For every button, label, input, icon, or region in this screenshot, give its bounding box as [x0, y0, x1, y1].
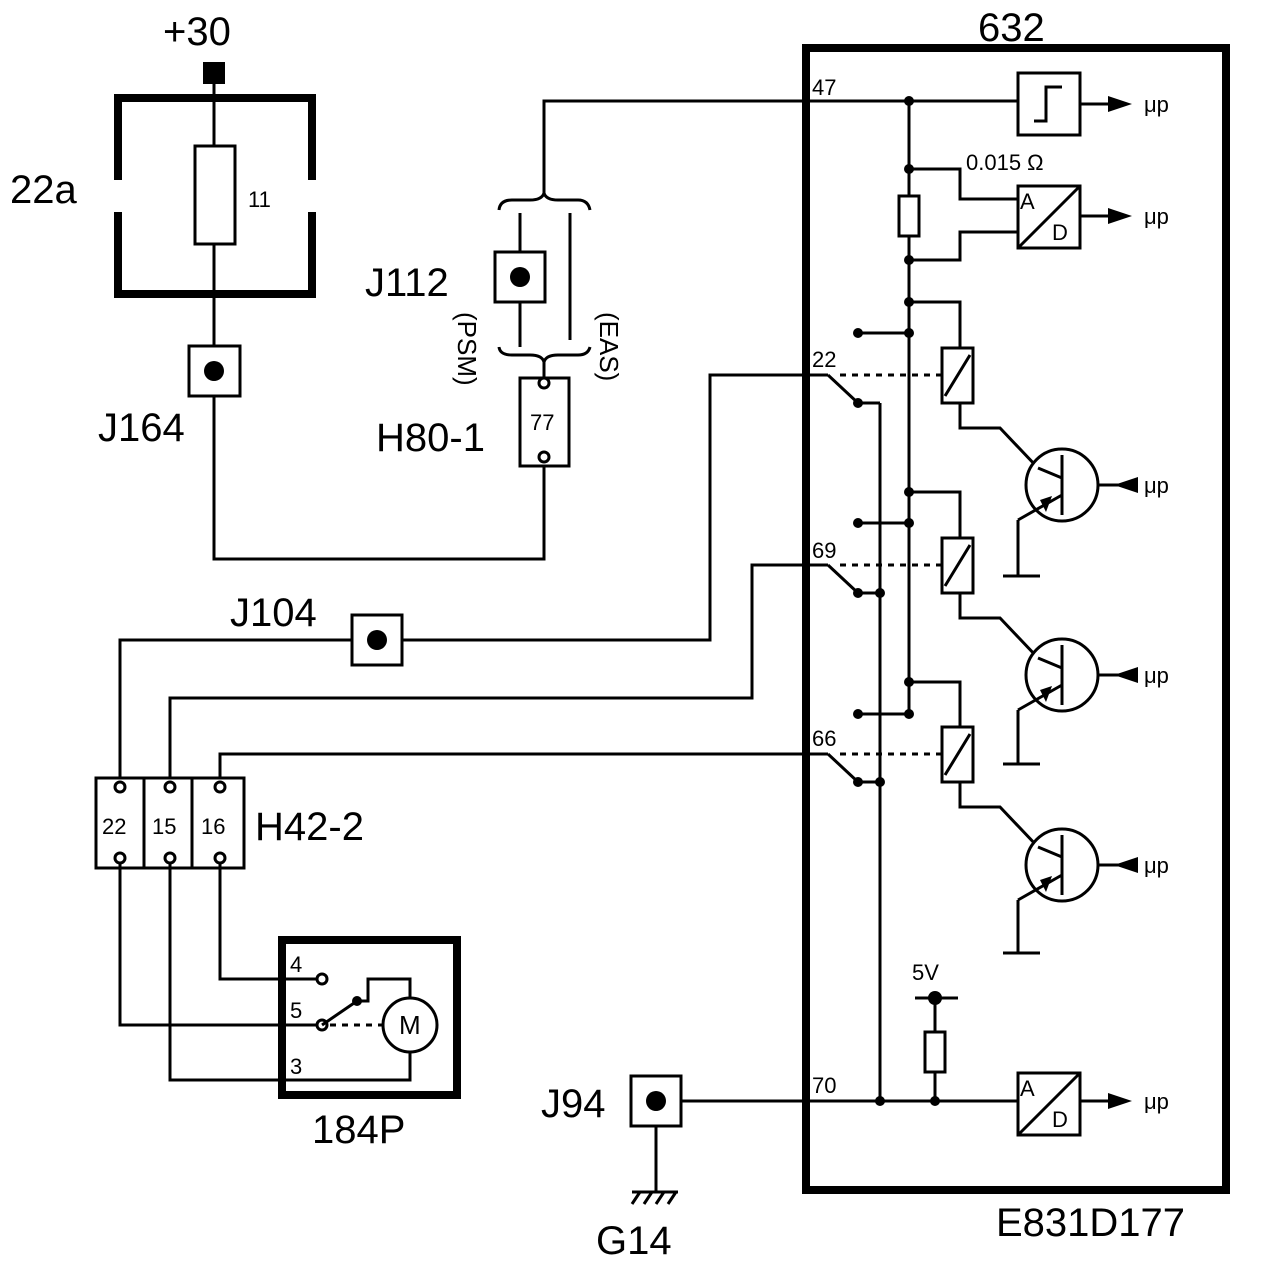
- switch-unit-label: 184P: [312, 1108, 405, 1152]
- fuse-box-label: 22a: [10, 168, 77, 212]
- module-632: [802, 44, 1230, 1194]
- vref-label: 5V: [912, 960, 939, 985]
- module-part-number: E831D177: [996, 1201, 1185, 1245]
- connector-j104: [350, 613, 404, 667]
- connector-j164: [187, 344, 242, 398]
- pin-66: 66: [812, 726, 836, 751]
- svg-text:A: A: [1020, 1076, 1035, 1101]
- connector-j94: [629, 1074, 683, 1128]
- ground-symbol: [630, 1190, 678, 1205]
- eas-label: (EAS): [594, 312, 624, 381]
- svg-text:A: A: [1020, 189, 1035, 214]
- relay-channel-22: μp: [826, 300, 1169, 578]
- h42-pin-15: 15: [152, 814, 176, 839]
- module-label: 632: [978, 6, 1045, 50]
- svg-text:D: D: [1052, 1107, 1068, 1132]
- brace-bottom: [497, 346, 592, 368]
- j164-label: J164: [98, 406, 185, 450]
- h42-pin-16: 16: [201, 814, 225, 839]
- pullup-resistor: [923, 1030, 947, 1074]
- switch-unit-184p: [278, 936, 461, 1099]
- supply-label: +30: [163, 10, 231, 54]
- switch-contact: [321, 999, 358, 1027]
- fuse-number: 11: [248, 187, 271, 212]
- wire-pin47: [542, 99, 909, 195]
- h80-label: H80-1: [376, 416, 485, 460]
- j104-label: J104: [230, 591, 317, 635]
- adc-current: A D: [1016, 184, 1082, 250]
- fuse-box: 11: [114, 94, 316, 298]
- switch-pin-3: 3: [290, 1054, 302, 1079]
- schmitt-trigger: [1016, 71, 1082, 137]
- j112-label: J112: [365, 261, 449, 305]
- connector-h42-2: 22 15 16: [94, 776, 246, 870]
- svg-text:μp: μp: [1144, 663, 1169, 688]
- switch-pin-5: 5: [290, 998, 302, 1023]
- adc-input: A D: [1016, 1071, 1082, 1137]
- connector-j112: [493, 250, 547, 304]
- motor-label: M: [399, 1010, 421, 1040]
- relay-channel-69: μp: [826, 490, 1169, 766]
- connector-h80-1: 77: [518, 376, 571, 468]
- shunt-value: 0.015 Ω: [966, 150, 1044, 175]
- psm-label: (PSM): [452, 312, 482, 386]
- pin-69: 69: [812, 538, 836, 563]
- j94-label: J94: [541, 1082, 606, 1126]
- wire-pin66: [218, 752, 828, 785]
- shunt-resistor: [897, 194, 921, 238]
- ground-label: G14: [596, 1219, 672, 1263]
- brace-top: [497, 187, 592, 211]
- wire-pin15-to-3: [168, 863, 412, 1082]
- svg-text:μp: μp: [1144, 853, 1169, 878]
- motor-symbol: [381, 996, 439, 1054]
- h80-pin: 77: [530, 410, 554, 435]
- svg-text:μp: μp: [1144, 473, 1169, 498]
- wire-pin69: [168, 563, 828, 785]
- wire-pin22-to-5: [118, 863, 322, 1027]
- pin-22: 22: [812, 347, 836, 372]
- h42-pin-22: 22: [102, 814, 126, 839]
- h42-label: H42-2: [255, 805, 364, 849]
- mcu-label-adc: μp: [1144, 1089, 1169, 1114]
- switch-pin-4: 4: [290, 952, 302, 977]
- wire-pin16-to-4: [218, 863, 322, 981]
- mcu-label-2: μp: [1144, 204, 1169, 229]
- wire-j164-h80: [212, 396, 546, 561]
- mcu-label-1: μp: [1144, 92, 1169, 117]
- supply-terminal: [203, 62, 225, 84]
- pin-47: 47: [812, 75, 836, 100]
- relay-channel-66: μp: [826, 680, 1169, 955]
- svg-text:D: D: [1052, 220, 1068, 245]
- pin-70: 70: [812, 1073, 836, 1098]
- wire-pin22: [118, 373, 828, 785]
